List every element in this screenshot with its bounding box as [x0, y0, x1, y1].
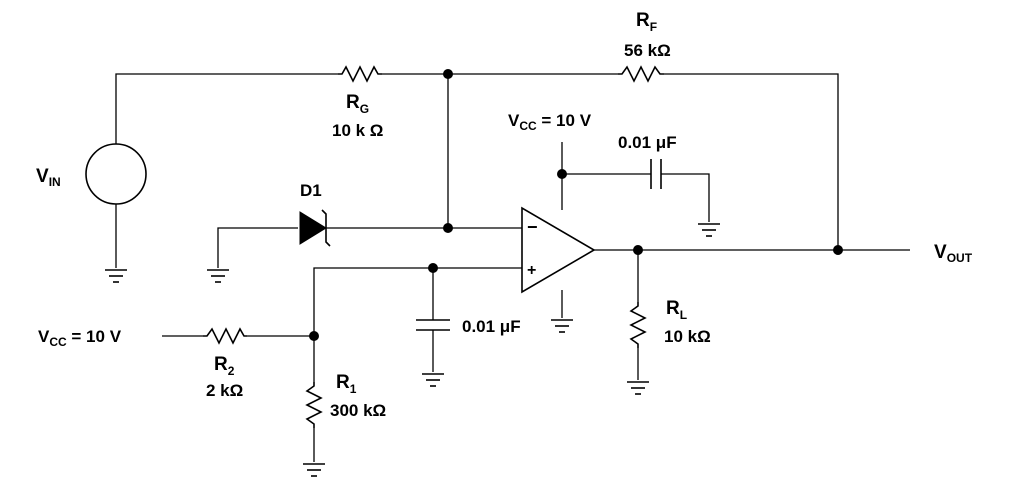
resistor-rl [629, 302, 647, 348]
label-rf-value: 56 kΩ [624, 41, 671, 60]
vin-source-circle [85, 143, 147, 205]
label-cap-mid: 0.01 μF [462, 317, 521, 336]
label-rg-name: RG [346, 92, 369, 116]
label-vout: VOUT [934, 242, 973, 265]
diode-d1 [299, 209, 331, 247]
resistor-r1 [305, 382, 323, 428]
label-d1: D1 [300, 181, 322, 200]
wires [115, 73, 910, 462]
wire-rf-to-output [664, 73, 839, 250]
resistor-rg [338, 65, 382, 83]
label-r1-name: R1 [336, 372, 357, 396]
wire-d1-ground [217, 227, 298, 268]
label-vin: VIN [36, 166, 61, 189]
capacitor-top [650, 159, 662, 189]
label-rf-name: RF [636, 10, 657, 34]
junction-output-feedback [833, 245, 843, 255]
label-rl-name: RL [666, 298, 687, 322]
opamp-plus-sign: + [527, 262, 536, 279]
junction-output-rl [633, 245, 643, 255]
label-cap-top: 0.01 μF [618, 133, 677, 152]
ground-cap-top [698, 223, 720, 237]
label-vcc-top: VCC = 10 V [508, 111, 592, 133]
ground-vin [105, 269, 127, 283]
wire-plus-input [313, 267, 522, 336]
resistor-r2 [203, 327, 247, 345]
resistor-rf [618, 65, 664, 83]
ground-r1 [303, 463, 325, 477]
ground-d1 [207, 269, 229, 283]
label-rl-value: 10 kΩ [664, 327, 711, 346]
ground-opamp [551, 319, 573, 333]
capacitor-mid [416, 319, 450, 331]
junction-inverting [443, 223, 453, 233]
wire-vin-top [115, 73, 338, 144]
label-r2-value: 2 kΩ [206, 381, 243, 400]
label-rg-value: 10 k Ω [332, 121, 383, 140]
junction-noninverting [428, 263, 438, 273]
label-vcc-left: VCC = 10 V [38, 327, 122, 349]
junction-supply-cap [557, 169, 567, 179]
junction-rg-rf [443, 69, 453, 79]
op-amp [521, 206, 596, 294]
label-r2-name: R2 [214, 354, 235, 378]
junction-r2-r1 [309, 331, 319, 341]
ground-cap-mid [422, 373, 444, 387]
label-r1-value: 300 kΩ [330, 401, 386, 420]
opamp-minus-sign: − [527, 217, 538, 237]
ground-rl [627, 381, 649, 395]
wire-cap-top-ground [661, 173, 710, 222]
